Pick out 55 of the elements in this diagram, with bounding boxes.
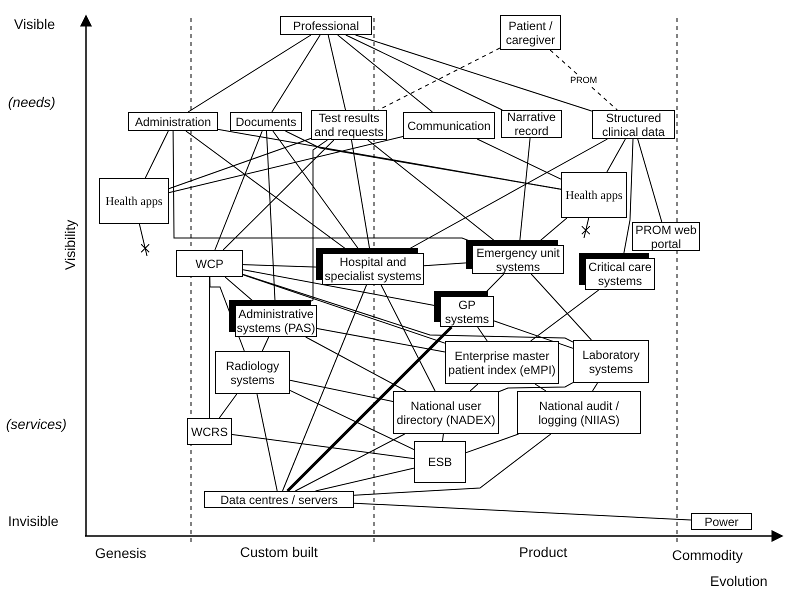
component-box — [501, 110, 562, 138]
edge-label: PROM — [569, 75, 598, 85]
component-label: Professional — [292, 18, 360, 32]
component-box — [215, 351, 290, 394]
axis-label: Product — [519, 544, 568, 560]
component-label: Hospital and specialist systems — [324, 255, 422, 283]
component-box — [691, 513, 752, 530]
component-label: PROM web portal — [634, 222, 698, 250]
axis-label: Commodity — [672, 547, 743, 563]
component-label: Laboratory systems — [581, 348, 641, 376]
component-label: Communication — [407, 118, 491, 132]
component-box — [403, 112, 495, 139]
axis-title: Visibility — [62, 220, 78, 270]
component-label: Power — [704, 514, 738, 528]
component-box — [561, 172, 627, 218]
component-label: WCRS — [191, 424, 228, 438]
component-label: Health apps — [106, 194, 162, 208]
component-label: Narrative record — [506, 110, 557, 138]
component-label: WCP — [196, 256, 224, 270]
component-label: Documents — [236, 114, 296, 128]
component-label: Emergency unit systems — [475, 246, 561, 274]
component-box — [176, 250, 243, 277]
component-label: GP systems — [444, 298, 490, 326]
component-label: ESB — [428, 455, 452, 469]
component-label: Test results and requests — [313, 111, 385, 139]
axis-label: (needs) — [8, 94, 56, 110]
component-box — [393, 391, 499, 434]
component-box — [445, 341, 559, 384]
axis-label: Visible — [14, 16, 55, 32]
component-label: Structured clinical data — [601, 110, 666, 138]
component-label: National audit / logging (NIIAS) — [537, 398, 621, 426]
component-label: Health apps — [566, 188, 622, 202]
axis-label: Invisible — [8, 513, 59, 529]
component-box — [204, 491, 354, 508]
component-box — [230, 112, 302, 131]
component-box — [280, 16, 372, 35]
component-box — [128, 112, 218, 131]
component-box — [592, 110, 675, 139]
component-label: Patient / caregiver — [504, 18, 556, 46]
axis-label: Evolution — [710, 573, 768, 589]
component-label: Administration — [134, 114, 212, 128]
component-box — [414, 441, 466, 483]
component-label: Radiology systems — [224, 358, 280, 386]
component-label: Enterprise master patient index (eMPI) — [447, 348, 557, 376]
axis-label: Genesis — [95, 545, 146, 561]
axis-label: Custom built — [240, 544, 318, 560]
axis-label: (services) — [6, 416, 67, 432]
component-label: Critical care systems — [587, 260, 653, 288]
component-label: Data centres / servers — [220, 492, 338, 506]
component-box — [573, 340, 649, 383]
component-box — [99, 178, 169, 224]
component-box — [517, 391, 641, 434]
component-box — [187, 418, 232, 445]
component-label: National user directory (NADEX) — [396, 398, 496, 426]
component-label: Administrative systems (PAS) — [236, 307, 316, 335]
